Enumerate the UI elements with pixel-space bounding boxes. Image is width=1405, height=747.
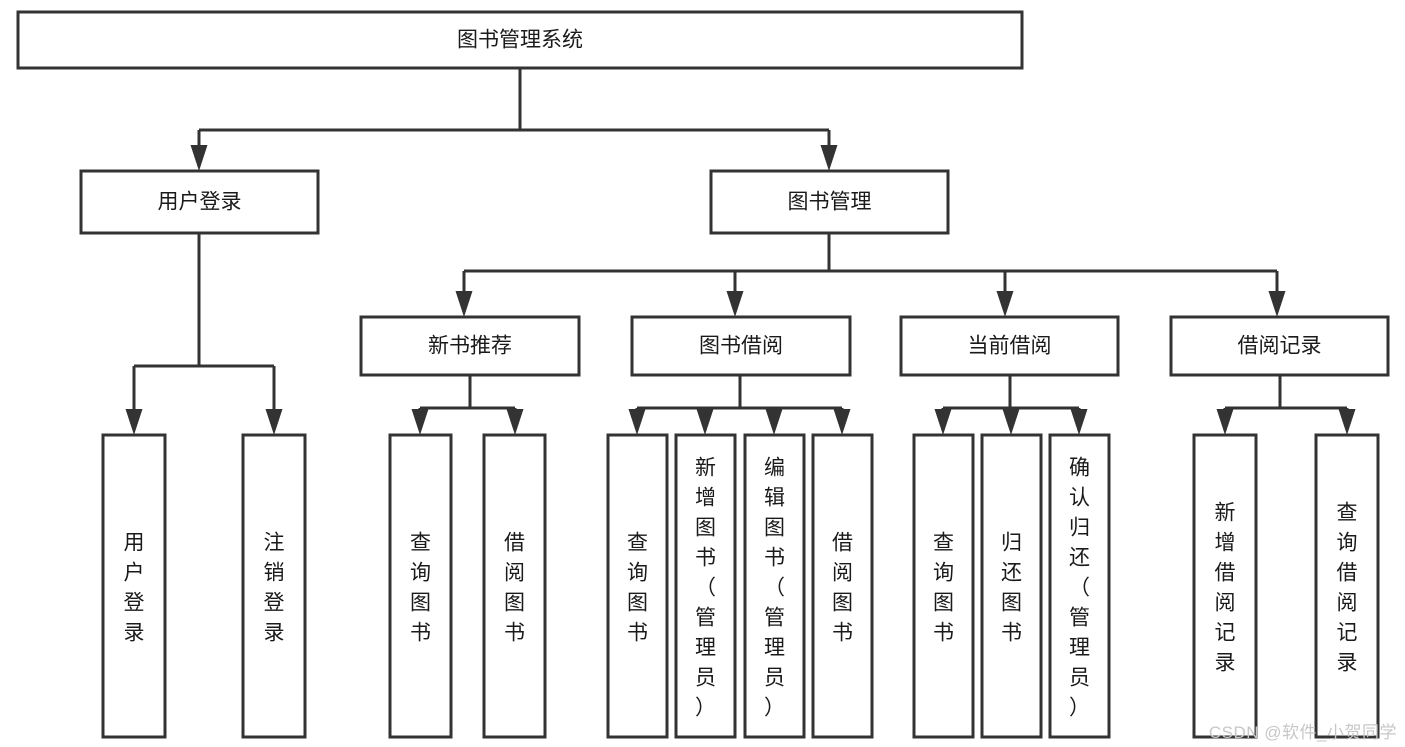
node-box-leaf-return-book [980, 433, 1043, 739]
node-box-leaf-query-book-cur [912, 433, 975, 739]
connector-c-leaf-cur-1 [934, 408, 952, 435]
node-label-leaf-edit-book-admin: 编辑图书（管理员） [764, 456, 785, 719]
node-book-manage[interactable]: 图书管理 [709, 169, 950, 235]
node-label-leaf-user-login: 用户登录 [124, 531, 145, 644]
connector-c-l3-c [996, 271, 1014, 317]
node-label-leaf-borrow-book: 借阅图书 [832, 531, 853, 644]
node-leaf-borrow-book-rec[interactable]: 借阅图书 [482, 433, 547, 739]
node-leaf-query-book-borrow[interactable]: 查询图书 [606, 433, 669, 739]
node-label-leaf-add-book-admin: 新增图书（管理员） [695, 456, 716, 719]
node-label-leaf-query-book-cur: 查询图书 [933, 531, 954, 644]
connector-c-l3-d [1268, 271, 1286, 317]
node-label-leaf-return-book: 归还图书 [1001, 531, 1022, 644]
connector-c-leaf-borrow-1 [628, 408, 646, 435]
node-box-book-borrow [630, 315, 852, 377]
node-box-new-book-recommend [359, 315, 581, 377]
node-label-user-login: 用户登录 [158, 191, 242, 214]
node-box-borrow-record [1169, 315, 1390, 377]
connector-c-leaf-user-2 [265, 366, 283, 435]
node-box-leaf-add-book-admin [674, 433, 737, 739]
node-box-leaf-query-borrow-record [1314, 433, 1380, 739]
connector-c-leaf-borrow-2 [696, 408, 714, 435]
connector-c-leaf-cur-3 [1070, 408, 1088, 435]
node-book-borrow[interactable]: 图书借阅 [630, 315, 852, 377]
node-label-current-borrow: 当前借阅 [968, 335, 1052, 358]
connector-c-leaf-rcd-1 [1216, 408, 1234, 435]
node-leaf-query-book-cur[interactable]: 查询图书 [912, 433, 975, 739]
node-label-leaf-query-book-borrow: 查询图书 [627, 531, 648, 644]
connector-c-leaf-user-1 [125, 366, 143, 435]
connector-c-leaf-cur-2 [1002, 408, 1020, 435]
node-current-borrow[interactable]: 当前借阅 [899, 315, 1120, 377]
node-leaf-return-book[interactable]: 归还图书 [980, 433, 1043, 739]
node-leaf-edit-book-admin[interactable]: 编辑图书（管理员） [743, 433, 806, 739]
node-root[interactable]: 图书管理系统 [16, 10, 1024, 70]
connector-c-l2-user-login [190, 130, 208, 171]
node-leaf-borrow-book[interactable]: 借阅图书 [811, 433, 874, 739]
node-label-leaf-confirm-return-admin: 确认归还（管理员） [1069, 456, 1090, 719]
node-label-leaf-borrow-book-rec: 借阅图书 [504, 531, 525, 644]
connector-c-l2-book-manage [820, 130, 838, 171]
node-leaf-query-borrow-record[interactable]: 查询借阅记录 [1314, 433, 1380, 739]
node-box-leaf-borrow-book [811, 433, 874, 739]
connector-c-leaf-borrow-4 [833, 408, 851, 435]
connector-c-leaf-borrow-3 [765, 408, 783, 435]
node-leaf-logout-login[interactable]: 注销登录 [241, 433, 307, 739]
node-label-leaf-add-borrow-record: 新增借阅记录 [1215, 501, 1236, 674]
node-box-leaf-user-login [101, 433, 167, 739]
node-box-leaf-logout-login [241, 433, 307, 739]
node-box-leaf-confirm-return-admin [1048, 433, 1111, 739]
node-label-book-manage: 图书管理 [788, 191, 872, 214]
node-box-leaf-add-borrow-record [1192, 433, 1258, 739]
node-label-root: 图书管理系统 [457, 29, 583, 52]
csdn-watermark: CSDN @软件_小贺同学 [1208, 723, 1397, 742]
node-user-login[interactable]: 用户登录 [79, 169, 320, 235]
node-label-leaf-query-borrow-record: 查询借阅记录 [1337, 501, 1358, 674]
connector-c-leaf-rcd-2 [1338, 408, 1356, 435]
node-borrow-record[interactable]: 借阅记录 [1169, 315, 1390, 377]
connector-c-l3-b [726, 271, 744, 317]
node-layer: 图书管理系统用户登录图书管理新书推荐图书借阅当前借阅借阅记录用户登录注销登录查询… [16, 10, 1390, 739]
node-leaf-user-login[interactable]: 用户登录 [101, 433, 167, 739]
node-leaf-add-book-admin[interactable]: 新增图书（管理员） [674, 433, 737, 739]
node-box-user-login [79, 169, 320, 235]
node-label-leaf-logout-login: 注销登录 [264, 531, 285, 644]
connector-c-leaf-rec-2 [506, 408, 524, 435]
connector-c-l3-a [455, 271, 473, 317]
node-label-leaf-query-book-rec: 查询图书 [410, 531, 431, 644]
node-label-new-book-recommend: 新书推荐 [428, 335, 512, 358]
node-box-leaf-query-book-borrow [606, 433, 669, 739]
node-label-book-borrow: 图书借阅 [699, 335, 783, 358]
node-leaf-confirm-return-admin[interactable]: 确认归还（管理员） [1048, 433, 1111, 739]
node-box-root [16, 10, 1024, 70]
node-box-book-manage [709, 169, 950, 235]
node-box-current-borrow [899, 315, 1120, 377]
connector-layer [125, 68, 1356, 435]
node-label-borrow-record: 借阅记录 [1238, 335, 1322, 358]
node-box-leaf-query-book-rec [388, 433, 453, 739]
connector-c-leaf-rec-1 [411, 408, 429, 435]
node-box-leaf-edit-book-admin [743, 433, 806, 739]
node-box-leaf-borrow-book-rec [482, 433, 547, 739]
node-new-book-recommend[interactable]: 新书推荐 [359, 315, 581, 377]
node-leaf-query-book-rec[interactable]: 查询图书 [388, 433, 453, 739]
node-leaf-add-borrow-record[interactable]: 新增借阅记录 [1192, 433, 1258, 739]
